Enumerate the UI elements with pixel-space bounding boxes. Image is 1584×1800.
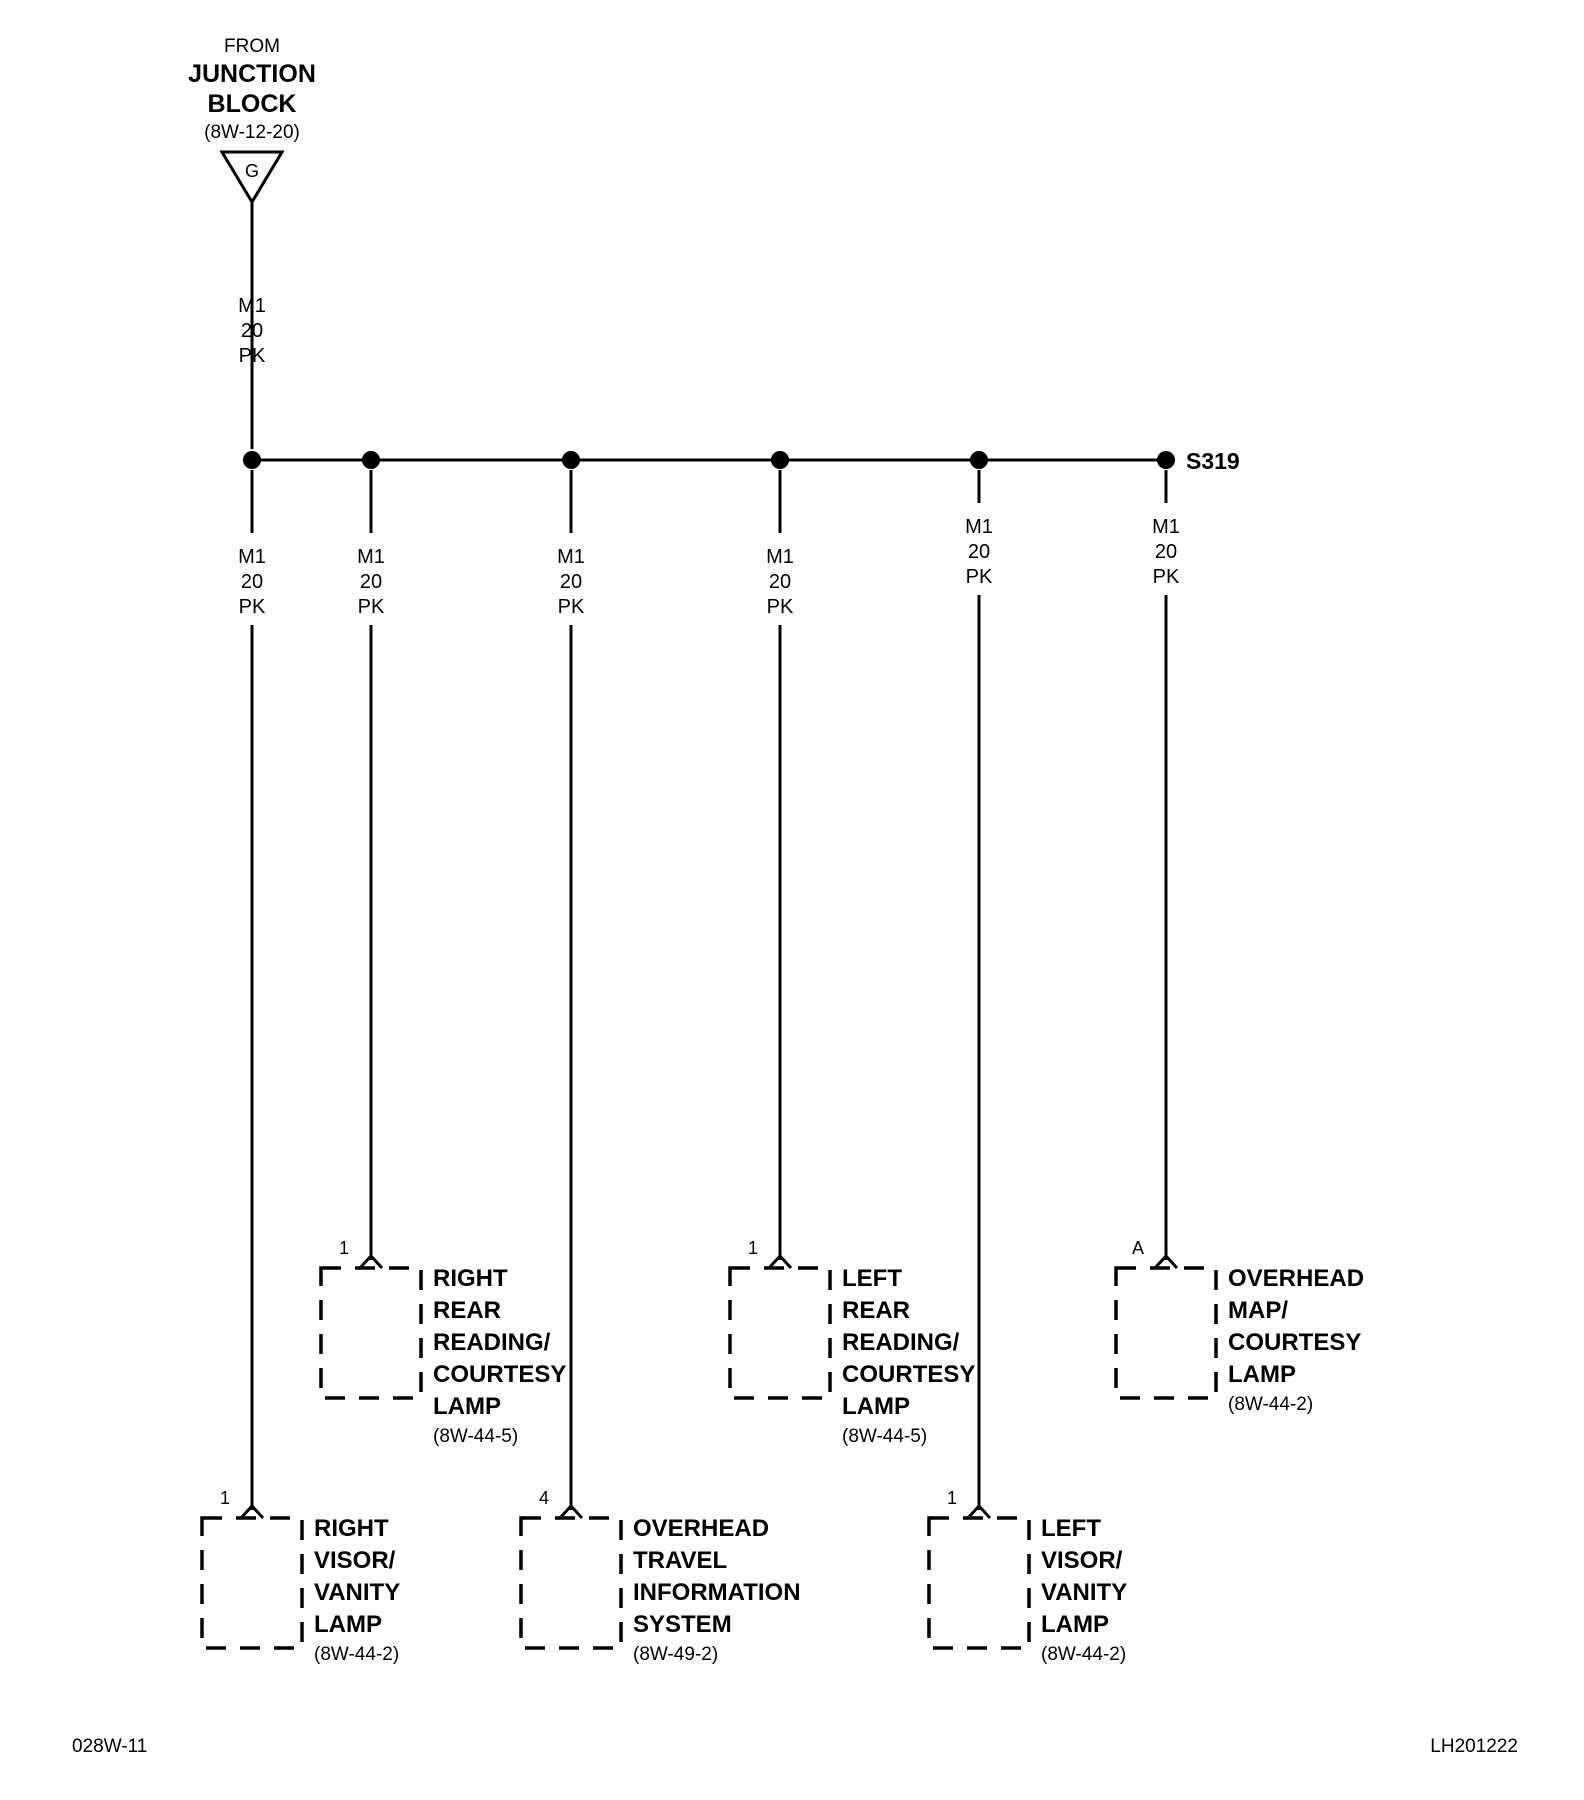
component-label-overhead-travel-information-system: OVERHEAD	[633, 1515, 769, 1542]
components: 1RIGHTVISOR/VANITYLAMP(8W-44-2)1RIGHTREA…	[200, 1238, 1364, 1665]
component-label-right-visor-vanity-lamp: VANITY	[314, 1579, 400, 1606]
branch-wire-color: PK	[1153, 566, 1180, 588]
connector-pin-label: 1	[947, 1488, 957, 1508]
source-wire-gauge: 20	[241, 320, 263, 342]
component-box-left-rear-reading-courtesy-lamp	[728, 1266, 832, 1400]
connector-triangle-icon	[219, 150, 285, 205]
component-label-overhead-map-courtesy-lamp: COURTESY	[1228, 1329, 1361, 1356]
connector-terminal-icon	[558, 1503, 584, 1520]
component-label-overhead-travel-information-system: TRAVEL	[633, 1547, 727, 1574]
component-label-right-rear-reading-courtesy-lamp: READING/	[433, 1329, 551, 1356]
splice-dot	[243, 451, 261, 469]
branch-wire-gauge: 20	[560, 571, 582, 593]
component-label-right-rear-reading-courtesy-lamp: RIGHT	[433, 1265, 508, 1292]
branch-wire-gauge: 20	[241, 571, 263, 593]
component-label-right-visor-vanity-lamp: RIGHT	[314, 1515, 389, 1542]
component-label-left-visor-vanity-lamp: LEFT	[1041, 1515, 1101, 1542]
branch-wire-circuit: M1	[1152, 516, 1180, 538]
component-label-overhead-map-courtesy-lamp: MAP/	[1228, 1297, 1288, 1324]
connector-terminal-icon	[239, 1503, 265, 1520]
branch-wire-color: PK	[966, 566, 993, 588]
source-wire-color: PK	[239, 345, 266, 367]
component-ref-overhead-map-courtesy-lamp: (8W-44-2)	[1228, 1394, 1313, 1415]
component-box-right-visor-vanity-lamp	[200, 1516, 304, 1650]
connector-terminal-icon	[767, 1253, 793, 1270]
splice-label: S319	[1186, 448, 1240, 474]
component-label-left-rear-reading-courtesy-lamp: READING/	[842, 1329, 960, 1356]
component-label-left-visor-vanity-lamp: VANITY	[1041, 1579, 1127, 1606]
branch-wire-gauge: 20	[769, 571, 791, 593]
component-label-right-rear-reading-courtesy-lamp: COURTESY	[433, 1361, 566, 1388]
connector-terminal-icon	[358, 1253, 384, 1270]
branch-wire-circuit: M1	[557, 546, 585, 568]
junction-block-source: FROM JUNCTION BLOCK (8W-12-20) G	[188, 36, 316, 205]
component-label-overhead-travel-information-system: INFORMATION	[633, 1579, 801, 1606]
branch-wire-circuit: M1	[766, 546, 794, 568]
component-box-overhead-map-courtesy-lamp	[1114, 1266, 1218, 1400]
component-ref-left-rear-reading-courtesy-lamp: (8W-44-5)	[842, 1426, 927, 1447]
component-label-right-rear-reading-courtesy-lamp: REAR	[433, 1297, 501, 1324]
component-ref-right-rear-reading-courtesy-lamp: (8W-44-5)	[433, 1426, 518, 1447]
footer-right-code: LH201222	[1430, 1736, 1518, 1757]
source-wire-label: M1 20 PK	[238, 295, 266, 367]
component-label-left-visor-vanity-lamp: VISOR/	[1041, 1547, 1123, 1574]
component-label-right-visor-vanity-lamp: LAMP	[314, 1611, 382, 1638]
component-label-overhead-travel-information-system: SYSTEM	[633, 1611, 732, 1638]
junction-ref: (8W-12-20)	[204, 122, 300, 143]
component-box-left-visor-vanity-lamp	[927, 1516, 1031, 1650]
component-label-left-rear-reading-courtesy-lamp: LAMP	[842, 1393, 910, 1420]
component-label-left-rear-reading-courtesy-lamp: COURTESY	[842, 1361, 975, 1388]
branch-wire-color: PK	[358, 596, 385, 618]
connector-terminal-icon	[1153, 1253, 1179, 1270]
connector-terminal-icon	[966, 1503, 992, 1520]
component-box-right-rear-reading-courtesy-lamp	[319, 1266, 423, 1400]
connector-pin-label: G	[245, 161, 259, 181]
splice-dot	[562, 451, 580, 469]
footer-left-code: 028W-11	[72, 1736, 147, 1757]
splice-dot	[362, 451, 380, 469]
component-ref-right-visor-vanity-lamp: (8W-44-2)	[314, 1644, 399, 1665]
junction-label: JUNCTION	[188, 60, 316, 88]
component-label-left-rear-reading-courtesy-lamp: REAR	[842, 1297, 910, 1324]
splice-dot	[1157, 451, 1175, 469]
branch-wire-color: PK	[767, 596, 794, 618]
connector-pin-label: 1	[339, 1238, 349, 1258]
component-ref-left-visor-vanity-lamp: (8W-44-2)	[1041, 1644, 1126, 1665]
splice-dot	[771, 451, 789, 469]
branch-wire-gauge: 20	[360, 571, 382, 593]
block-label: BLOCK	[208, 90, 297, 118]
component-label-right-rear-reading-courtesy-lamp: LAMP	[433, 1393, 501, 1420]
branch-wire-gauge: 20	[1155, 541, 1177, 563]
branch-wire-circuit: M1	[238, 546, 266, 568]
component-label-right-visor-vanity-lamp: VISOR/	[314, 1547, 396, 1574]
branch-wire-gauge: 20	[968, 541, 990, 563]
component-box-overhead-travel-information-system	[519, 1516, 623, 1650]
branch-wire-circuit: M1	[357, 546, 385, 568]
component-label-left-rear-reading-courtesy-lamp: LEFT	[842, 1265, 902, 1292]
branch-wire-circuit: M1	[965, 516, 993, 538]
connector-pin-label: A	[1132, 1238, 1144, 1258]
splice-dot	[970, 451, 988, 469]
component-label-overhead-map-courtesy-lamp: OVERHEAD	[1228, 1265, 1364, 1292]
connector-pin-label: 4	[539, 1488, 549, 1508]
branch-wire-color: PK	[239, 596, 266, 618]
from-label: FROM	[224, 36, 280, 57]
component-label-overhead-map-courtesy-lamp: LAMP	[1228, 1361, 1296, 1388]
source-wire-circuit: M1	[238, 295, 266, 317]
component-ref-overhead-travel-information-system: (8W-49-2)	[633, 1644, 718, 1665]
branch-wire-color: PK	[558, 596, 585, 618]
component-label-left-visor-vanity-lamp: LAMP	[1041, 1611, 1109, 1638]
connector-pin-label: 1	[220, 1488, 230, 1508]
connector-pin-label: 1	[748, 1238, 758, 1258]
